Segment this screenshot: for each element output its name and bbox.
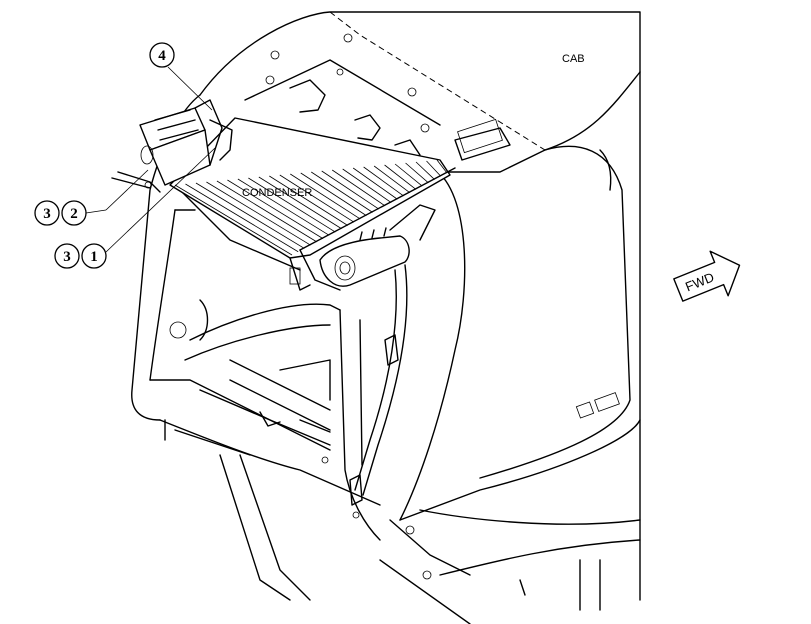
callout-3-2: 3 2 xyxy=(34,200,107,226)
callout-3-2-digit-b: 2 xyxy=(70,206,78,222)
cab-roof xyxy=(199,11,641,173)
condenser-fin xyxy=(185,183,299,253)
condenser-fin xyxy=(279,174,355,223)
condenser-fin xyxy=(174,184,293,256)
condenser-label: CONDENSER xyxy=(242,187,312,199)
callout-3-1-digit-a: 3 xyxy=(63,249,71,265)
condenser-fin xyxy=(290,173,361,220)
condenser-unit xyxy=(169,117,511,291)
condenser-fin xyxy=(394,163,423,187)
condenser-fin xyxy=(206,181,311,246)
condenser-fin xyxy=(363,166,404,197)
condenser-fin xyxy=(373,165,411,194)
condenser-fin xyxy=(237,178,330,236)
mounting-bracket xyxy=(111,99,233,193)
callout-4: 4 xyxy=(149,42,175,68)
condenser-fin xyxy=(216,180,318,243)
condenser-fin xyxy=(436,159,448,174)
callout-3-2-digit-a: 3 xyxy=(43,206,51,222)
condenser-fin xyxy=(248,177,336,233)
leader-lines xyxy=(105,66,216,253)
cab-frame xyxy=(131,94,381,601)
condenser-fin xyxy=(321,170,380,210)
condenser-fin xyxy=(195,182,305,249)
condenser-fin xyxy=(300,172,367,216)
callout-3-1: 3 1 xyxy=(54,243,107,269)
condenser-fin xyxy=(311,171,373,213)
fwd-direction-arrow: FWD xyxy=(673,250,741,302)
condenser-fin xyxy=(384,164,417,190)
condenser-fin xyxy=(352,167,398,200)
condenser-fin xyxy=(331,169,386,207)
condenser-fin xyxy=(227,179,324,239)
condenser-fin xyxy=(415,161,435,180)
condenser-fin xyxy=(426,160,442,177)
callout-3-1-digit-b: 1 xyxy=(90,249,98,265)
receiver-drier-assembly xyxy=(319,204,436,506)
condenser-fin xyxy=(342,168,392,203)
cab-label: CAB xyxy=(562,53,585,65)
condenser-fin xyxy=(269,175,349,226)
condenser-fin xyxy=(258,176,342,230)
condenser-fin xyxy=(405,162,429,184)
callout-4-digit: 4 xyxy=(158,48,166,64)
cab-side-panel xyxy=(379,71,641,624)
condenser-fins xyxy=(174,159,448,256)
